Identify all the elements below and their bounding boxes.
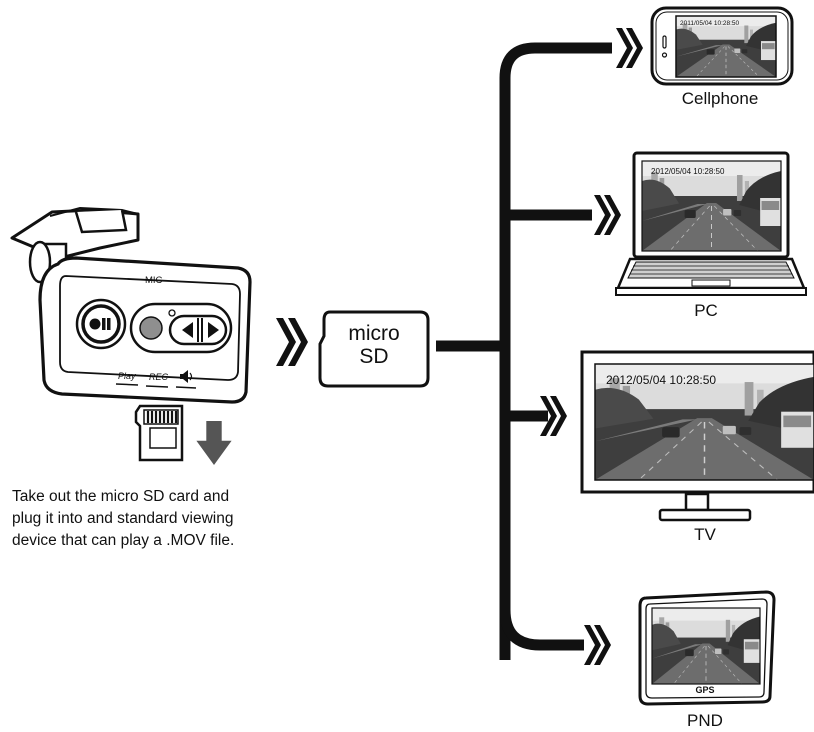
tv-label: TV [694, 525, 716, 544]
mic-label: MIC [145, 275, 163, 286]
distribution-lines [436, 42, 612, 660]
pc-label: PC [694, 301, 718, 320]
instruction-text: Take out the micro SD card and plug it i… [12, 486, 318, 552]
play-pause-button[interactable] [75, 298, 127, 350]
control-pill [129, 302, 233, 354]
chevron-to-pnd-icon [584, 625, 611, 665]
tv-device: 2012/05/04 10:28:50 [580, 350, 814, 522]
micro-sd-card: micro SD [318, 310, 430, 388]
pc-timestamp: 2012/05/04 10:28:50 [651, 167, 725, 176]
instruction-line-3: device that can play a .MOV file. [12, 532, 235, 549]
cellphone-timestamp: 2011/05/04 10:28:50 [680, 20, 740, 27]
previous-button[interactable] [182, 322, 193, 338]
status-led [168, 309, 176, 317]
cellphone-device: 2011/05/04 10:28:50 [650, 6, 794, 86]
eject-down-arrow-icon [196, 421, 232, 465]
play-label: Play [118, 371, 136, 381]
small-sd-card [134, 404, 184, 462]
chevron-to-cellphone-icon [616, 28, 643, 68]
cellphone-label: Cellphone [682, 89, 759, 108]
rec-label: REC [149, 372, 169, 382]
sd-card-label-line2: SD [359, 345, 388, 368]
pnd-gps-device: GPS [638, 590, 776, 706]
speaker-icon [180, 370, 193, 383]
dash-camera: MIC Play REC [10, 206, 252, 404]
chevron-arrows-to-card-icon [276, 318, 308, 366]
tv-timestamp: 2012/05/04 10:28:50 [606, 373, 716, 387]
next-button[interactable] [208, 322, 219, 338]
instruction-line-1: Take out the micro SD card and [12, 488, 230, 505]
sd-card-label-line1: micro [348, 322, 399, 345]
pc-laptop-device: 2012/05/04 10:28:50 [615, 151, 807, 296]
chevron-to-pc-icon [594, 195, 621, 235]
pnd-screen-text: GPS [695, 685, 714, 695]
chevron-to-tv-icon [540, 396, 567, 436]
pnd-label: PND [687, 711, 723, 730]
instruction-line-2: plug it into and standard viewing [12, 510, 234, 527]
record-button[interactable] [139, 316, 163, 340]
